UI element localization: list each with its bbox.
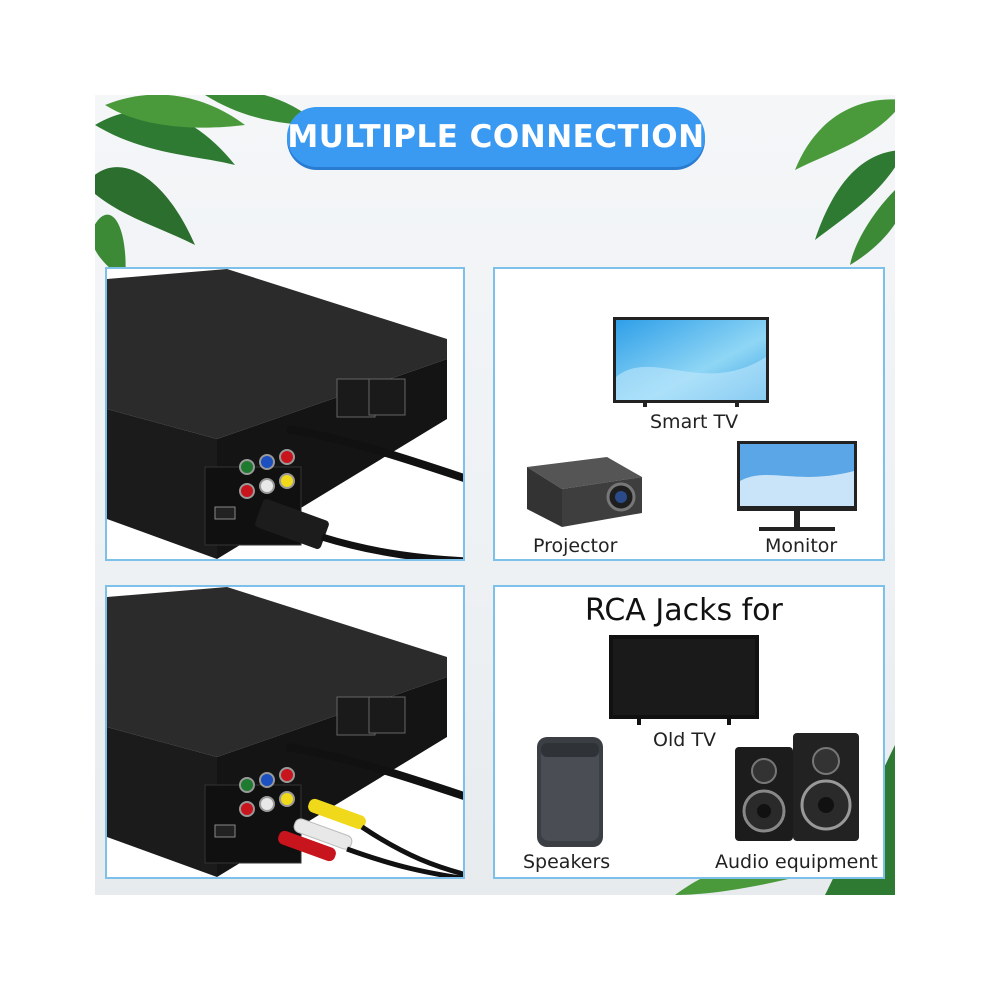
smart-tv-icon xyxy=(613,317,769,407)
device-label-old-tv: Old TV xyxy=(653,729,716,751)
projector-icon xyxy=(527,457,642,527)
player-hdmi-panel xyxy=(105,267,465,561)
device-label-speakers: Speakers xyxy=(523,851,611,873)
feature-banner: MULTIPLE CONNECTION xyxy=(287,107,705,167)
device-label-monitor: Monitor xyxy=(765,535,838,557)
av-jacks xyxy=(239,449,295,499)
rca-devices-panel: RCA Jacks for Old TV Speakers Audio equi… xyxy=(493,585,885,879)
hdmi-devices-panel: Smart TV Projector Monitor xyxy=(493,267,885,561)
rca-cable xyxy=(278,798,463,877)
device-label-smart-tv: Smart TV xyxy=(650,411,739,433)
speaker-icon xyxy=(537,737,603,847)
player-rca-panel xyxy=(105,585,465,879)
old-tv-icon xyxy=(609,635,759,725)
dvd-player-hdmi-photo xyxy=(107,269,463,559)
rca-heading: RCA Jacks for xyxy=(585,593,783,628)
product-image: MULTIPLE CONNECTION xyxy=(95,95,895,895)
dvd-player-rca-photo xyxy=(107,587,463,877)
leaf-decoration-right xyxy=(795,99,895,265)
device-label-projector: Projector xyxy=(533,535,618,557)
monitor-icon xyxy=(737,441,857,531)
audio-equipment-icon xyxy=(735,733,859,841)
device-label-audio-equipment: Audio equipment xyxy=(715,851,878,873)
